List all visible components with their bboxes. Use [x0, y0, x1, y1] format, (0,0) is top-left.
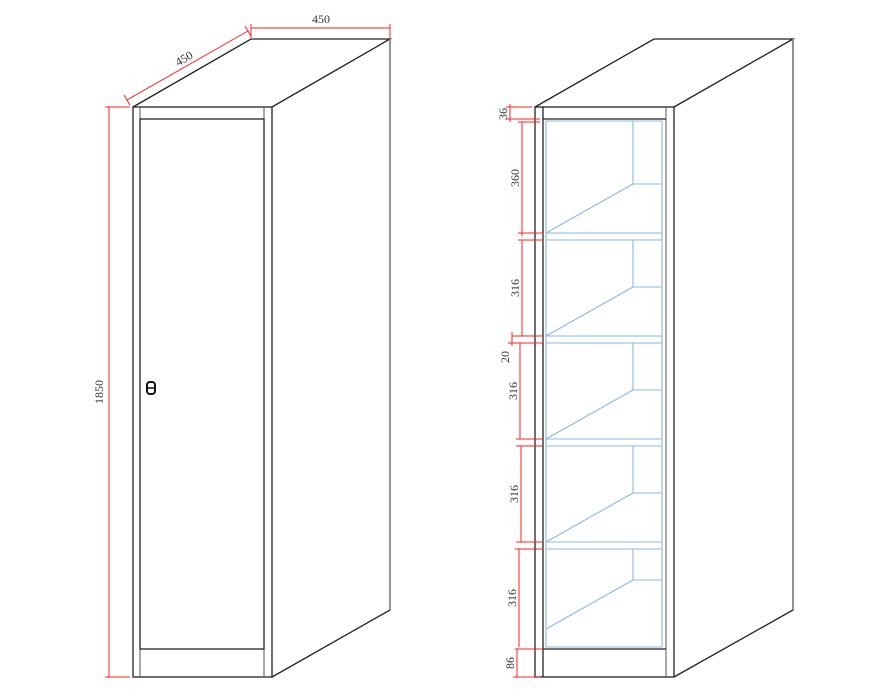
- interior-shelves: [545, 120, 663, 648]
- lock-icon[interactable]: [146, 381, 156, 395]
- dim-compartment-3: 316: [506, 382, 520, 400]
- right-dimensions: [506, 104, 543, 678]
- dim-shelf-20: 20: [498, 351, 512, 363]
- left-cabinet: [132, 38, 393, 678]
- dim-depth-450: 450: [173, 48, 196, 69]
- dim-compartment-2: 316: [508, 279, 522, 297]
- dim-width-450: 450: [312, 12, 330, 26]
- dim-height-1850: 1850: [92, 380, 106, 404]
- dim-compartment-4: 316: [507, 485, 521, 503]
- dim-compartment-1: 360: [508, 169, 522, 187]
- dim-top-36: 36: [496, 108, 510, 120]
- right-cabinet: [534, 38, 796, 678]
- left-dimensions: [105, 24, 391, 678]
- dim-base-86: 86: [503, 657, 517, 669]
- dim-compartment-5: 316: [505, 589, 519, 607]
